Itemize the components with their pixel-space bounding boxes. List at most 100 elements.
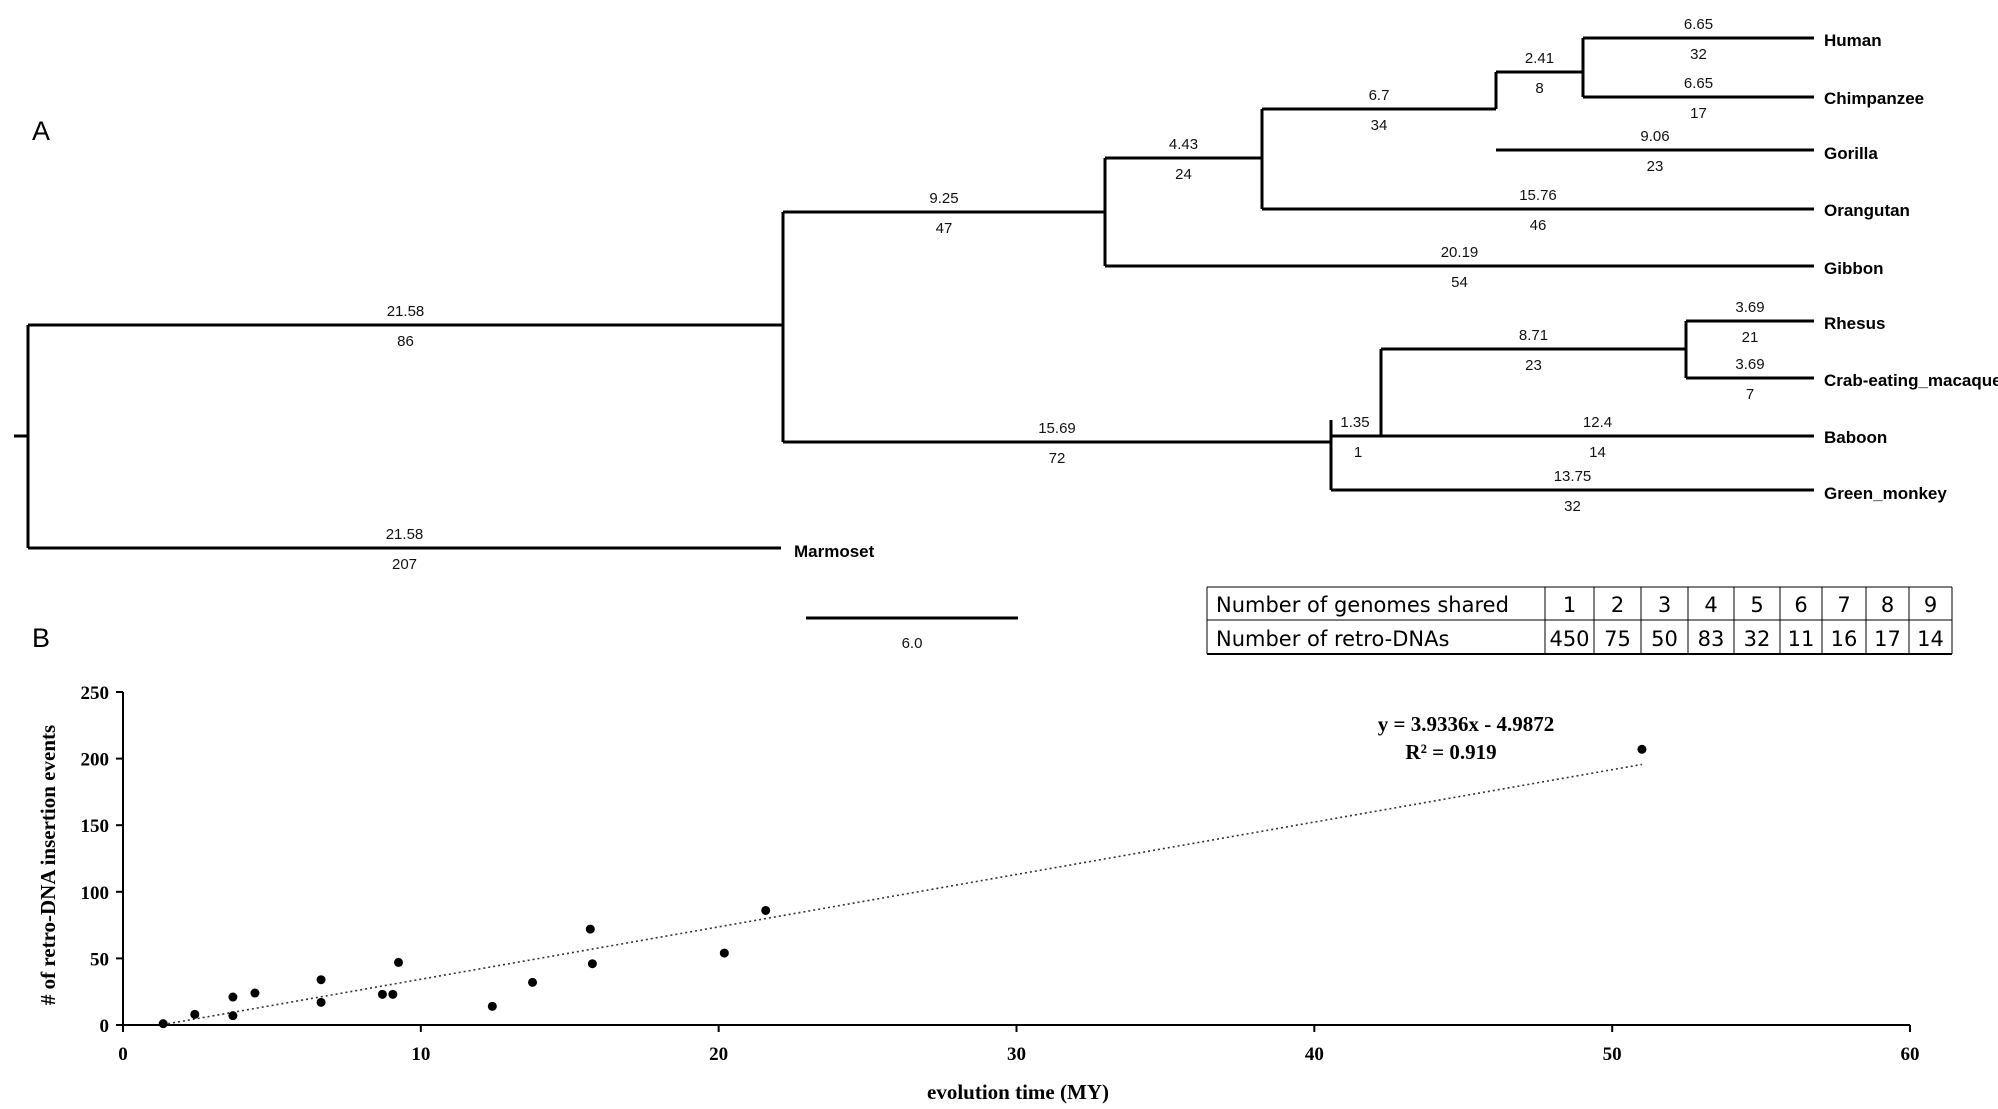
data-point [228, 1011, 238, 1021]
branch-length-label: 21.58 [387, 303, 425, 320]
branch-insertion-count: 207 [392, 556, 417, 573]
branch-insertion-count: 47 [936, 220, 953, 237]
branch-length-label: 13.75 [1554, 468, 1592, 485]
branch-length-label: 12.4 [1583, 414, 1612, 431]
table-cell-genomes-shared: 3 [1658, 593, 1671, 617]
taxon-label-chimpanzee: Chimpanzee [1824, 89, 1924, 108]
x-tick-label: 40 [1305, 1044, 1324, 1065]
table-cell-genomes-shared: 7 [1837, 593, 1850, 617]
table-cell-retro-dnas: 75 [1604, 627, 1631, 651]
y-axis-label: # of retro-DNA insertion events [36, 725, 60, 1005]
data-point [719, 948, 729, 958]
branch-insertion-count: 23 [1647, 158, 1664, 175]
branch-length-label: 3.69 [1735, 356, 1764, 373]
taxon-label-gibbon: Gibbon [1824, 259, 1883, 278]
taxon-label-gorilla: Gorilla [1824, 144, 1878, 163]
table-cell-retro-dnas: 11 [1788, 627, 1815, 651]
taxon-label-baboon: Baboon [1824, 428, 1887, 447]
branch-length-label: 3.69 [1735, 299, 1764, 316]
phylogenetic-tree: A 21.588621.582079.254715.69724.432420.1… [14, 16, 1998, 652]
x-tick-label: 20 [709, 1044, 728, 1065]
trendline [163, 763, 1643, 1026]
branch-insertion-count: 32 [1564, 498, 1581, 515]
y-tick-label: 150 [81, 816, 110, 837]
branch-insertion-count: 7 [1746, 386, 1754, 403]
branch-insertion-count: 1 [1354, 444, 1362, 461]
branch-length-label: 9.25 [929, 190, 958, 207]
table-cell-retro-dnas: 16 [1831, 627, 1858, 651]
branch-length-label: 21.58 [386, 526, 424, 543]
table-cell-retro-dnas: 83 [1698, 627, 1725, 651]
branch-insertion-count: 24 [1175, 166, 1192, 183]
y-tick-label: 250 [81, 683, 110, 704]
data-point [587, 959, 597, 969]
x-tick-label: 60 [1901, 1044, 1920, 1065]
branch-insertion-count: 23 [1525, 357, 1542, 374]
branch-insertion-count: 21 [1742, 329, 1759, 346]
branch-length-label: 6.65 [1684, 16, 1713, 33]
data-point [377, 989, 387, 999]
branch-length-label: 2.41 [1525, 50, 1554, 67]
x-tick-label: 50 [1603, 1044, 1622, 1065]
branch-length-label: 15.76 [1519, 187, 1557, 204]
table-cell-genomes-shared: 8 [1881, 593, 1894, 617]
branch-insertion-count: 86 [397, 333, 414, 350]
data-point [190, 1009, 200, 1019]
branch-insertion-count: 14 [1589, 444, 1606, 461]
data-point [316, 997, 326, 1007]
scale-bar: 6.0 [806, 616, 1018, 652]
table-cell-genomes-shared: 4 [1704, 593, 1717, 617]
branch-length-label: 9.06 [1640, 128, 1669, 145]
branch-insertion-count: 32 [1690, 46, 1707, 63]
data-point [228, 992, 238, 1002]
panel-a-label: A [32, 116, 50, 146]
table-cell-retro-dnas: 17 [1874, 627, 1901, 651]
table-row-header-retro-dnas: Number of retro-DNAs [1216, 627, 1449, 651]
data-point [1637, 744, 1647, 754]
branch-length-label: 20.19 [1441, 244, 1479, 261]
taxon-label-human: Human [1824, 31, 1882, 50]
taxon-label-rhesus: Rhesus [1824, 314, 1885, 333]
branch-length-label: 4.43 [1169, 136, 1198, 153]
table-cell-retro-dnas: 50 [1651, 627, 1678, 651]
data-point [316, 975, 326, 985]
y-tick-label: 50 [90, 949, 109, 970]
y-tick-label: 200 [81, 750, 110, 771]
x-tick-label: 0 [118, 1044, 128, 1065]
y-tick-label: 100 [81, 883, 110, 904]
data-point [585, 924, 595, 934]
branch-insertion-count: 72 [1049, 450, 1066, 467]
branch-insertion-count: 17 [1690, 105, 1707, 122]
table-cell-genomes-shared: 9 [1924, 593, 1937, 617]
trendline-equation: y = 3.9336x - 4.9872 [1378, 712, 1554, 736]
scale-bar-label: 6.0 [902, 635, 923, 652]
taxon-label-green_monkey: Green_monkey [1824, 484, 1947, 503]
data-point [388, 989, 398, 999]
table-cell-genomes-shared: 2 [1611, 593, 1624, 617]
branch-length-label: 8.71 [1519, 327, 1548, 344]
data-point [393, 957, 403, 967]
y-tick-label: 0 [100, 1016, 110, 1037]
x-axis-label: evolution time (MY) [927, 1080, 1109, 1104]
table-cell-genomes-shared: 1 [1563, 593, 1576, 617]
table-cell-retro-dnas: 450 [1549, 627, 1589, 651]
branch-insertion-count: 34 [1371, 117, 1388, 134]
taxon-label-marmoset: Marmoset [794, 542, 875, 561]
branch-length-label: 6.65 [1684, 75, 1713, 92]
branch-length-label: 1.35 [1340, 414, 1369, 431]
data-point [158, 1019, 168, 1029]
branch-insertion-count: 8 [1535, 80, 1543, 97]
table-cell-genomes-shared: 6 [1794, 593, 1807, 617]
trendline-r-squared: R² = 0.919 [1405, 740, 1496, 764]
branch-length-label: 15.69 [1038, 420, 1076, 437]
table-cell-genomes-shared: 5 [1750, 593, 1763, 617]
table-cell-retro-dnas: 14 [1917, 627, 1944, 651]
taxon-label-orangutan: Orangutan [1824, 201, 1910, 220]
data-point [528, 977, 538, 987]
branch-insertion-count: 54 [1451, 274, 1468, 291]
taxon-label-crab-eating_macaque: Crab-eating_macaque [1824, 371, 1998, 390]
table-cell-retro-dnas: 32 [1744, 627, 1771, 651]
x-tick-label: 30 [1007, 1044, 1026, 1065]
